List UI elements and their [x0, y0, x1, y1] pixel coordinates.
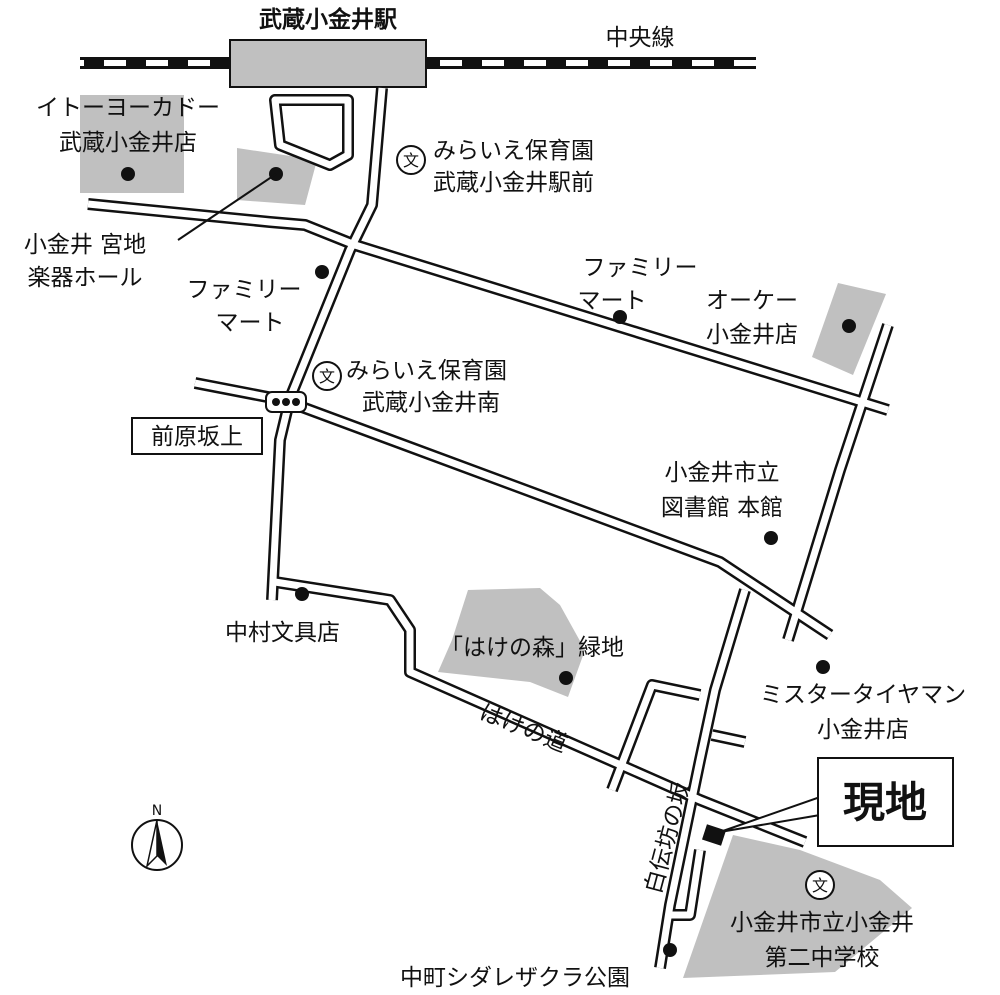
marker-ito-yokado — [121, 167, 135, 181]
label-okay: オーケー — [706, 288, 798, 314]
school-icon-glyph: 文 — [812, 876, 828, 895]
label-miraie1: みらいえ保育園 — [433, 138, 594, 164]
label-library: 小金井市立 — [665, 460, 780, 486]
intersection-label: 前原坂上 — [151, 424, 243, 450]
school-icon-glyph: 文 — [319, 367, 335, 386]
svg-text:N: N — [152, 803, 162, 819]
label-park: 中町シダレザクラ公園 — [400, 965, 630, 991]
label-famima2: マート — [578, 288, 647, 314]
line-name: 中央線 — [606, 25, 675, 51]
label-nakamura: 中村文具店 — [225, 620, 340, 646]
marker-okay — [842, 319, 856, 333]
label-famima1: ファミリー — [187, 277, 302, 303]
marker-nakamura — [295, 587, 309, 601]
marker-famima1 — [315, 265, 329, 279]
marker-famima2 — [613, 310, 627, 324]
area-hakenomori — [438, 588, 585, 697]
marker-hakenomori — [559, 671, 573, 685]
target-callout-box — [817, 757, 954, 847]
label-school: 小金井市立小金井 — [730, 910, 914, 936]
north-compass-icon: N — [131, 803, 183, 871]
label-miraie1: 武蔵小金井駅前 — [433, 170, 594, 196]
label-ito-yokado: 武蔵小金井店 — [59, 130, 197, 156]
school-icon-glyph: 文 — [403, 151, 419, 170]
label-mistertire: ミスタータイヤマン — [760, 682, 966, 708]
label-miyaji: 小金井 宮地 — [24, 232, 146, 258]
label-school: 第二中学校 — [765, 945, 880, 971]
label-hakenomori: 「はけの森」緑地 — [440, 635, 624, 661]
road-label-hakenomichi: はけの道 — [476, 699, 571, 758]
marker-library — [764, 531, 778, 545]
leader-miyaji — [177, 173, 277, 241]
label-okay: 小金井店 — [706, 322, 798, 348]
intersection-label-box — [131, 417, 263, 455]
school-icon — [312, 145, 835, 900]
label-mistertire: 小金井店 — [817, 717, 909, 743]
label-ito-yokado: イトーヨーカドー — [36, 95, 220, 121]
label-miyaji: 楽器ホール — [28, 265, 143, 291]
station-name: 武蔵小金井駅 — [259, 6, 397, 33]
label-miraie2: 武蔵小金井南 — [362, 390, 500, 416]
label-famima1: マート — [216, 310, 285, 336]
station-building — [229, 39, 427, 88]
label-library: 図書館 本館 — [661, 495, 783, 521]
roads — [87, 87, 894, 969]
target-marker — [702, 824, 726, 846]
marker-mistertire — [816, 660, 830, 674]
label-famima2: ファミリー — [583, 255, 698, 281]
traffic-signal-icon — [265, 391, 307, 413]
area-school — [683, 835, 912, 978]
marker-park — [663, 943, 677, 957]
target-label: 現地 — [843, 778, 927, 827]
label-miraie2: みらいえ保育園 — [346, 358, 507, 384]
